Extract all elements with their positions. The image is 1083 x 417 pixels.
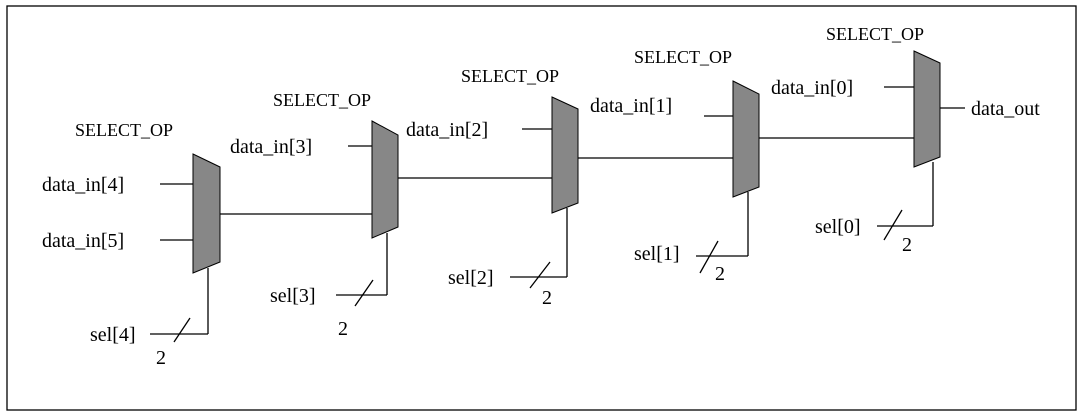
stage-3: SELECT_OP data_in[3] sel[3] 2: [230, 90, 399, 340]
stage-4-input-a-label: data_in[4]: [42, 174, 124, 196]
stage-0-title: SELECT_OP: [826, 24, 924, 44]
stage-1-input-label: data_in[1]: [590, 95, 672, 117]
stage-3-mux: [371, 120, 399, 239]
stage-4-bus-width: 2: [156, 347, 166, 369]
stage-2-sel-label: sel[2]: [448, 267, 494, 289]
output-label: data_out: [971, 98, 1040, 120]
stage-0-bus-slash: [883, 209, 903, 241]
stage-3-bus-slash: [354, 279, 374, 307]
stage-0-mux: [913, 50, 941, 168]
stage-1: SELECT_OP data_in[1] sel[1] 2: [590, 47, 760, 285]
stage-0-input-label: data_in[0]: [771, 77, 853, 99]
stage-0-bus-width: 2: [902, 234, 912, 256]
stage-0: SELECT_OP data_in[0] data_out sel[0] 2: [771, 24, 1040, 256]
stage-4-mux: [192, 153, 221, 274]
stage-3-sel-label: sel[3]: [270, 285, 316, 307]
stage-1-title: SELECT_OP: [634, 47, 732, 67]
stage-1-bus-slash: [699, 240, 719, 274]
stage-2-bus-slash: [529, 261, 551, 289]
stage-2-mux: [551, 96, 579, 214]
stage-2: SELECT_OP data_in[2] sel[2] 2: [406, 66, 579, 309]
stage-4: SELECT_OP data_in[4] data_in[5] sel[4] 2: [42, 120, 221, 369]
stage-3-title: SELECT_OP: [273, 90, 371, 110]
stage-1-bus-width: 2: [715, 263, 725, 285]
stage-2-title: SELECT_OP: [461, 66, 559, 86]
diagram-border: [6, 5, 1077, 411]
stage-1-mux: [732, 80, 760, 198]
stage-2-input-label: data_in[2]: [406, 119, 488, 141]
stage-2-bus-width: 2: [542, 287, 552, 309]
stage-0-sel-label: sel[0]: [815, 216, 861, 238]
stage-4-sel-label: sel[4]: [90, 324, 136, 346]
stage-3-bus-width: 2: [338, 318, 348, 340]
stage-4-input-b-label: data_in[5]: [42, 230, 124, 252]
stage-4-bus-slash: [173, 317, 191, 343]
stage-4-title: SELECT_OP: [75, 120, 173, 140]
stage-3-input-label: data_in[3]: [230, 136, 312, 158]
stage-1-sel-label: sel[1]: [634, 243, 680, 265]
